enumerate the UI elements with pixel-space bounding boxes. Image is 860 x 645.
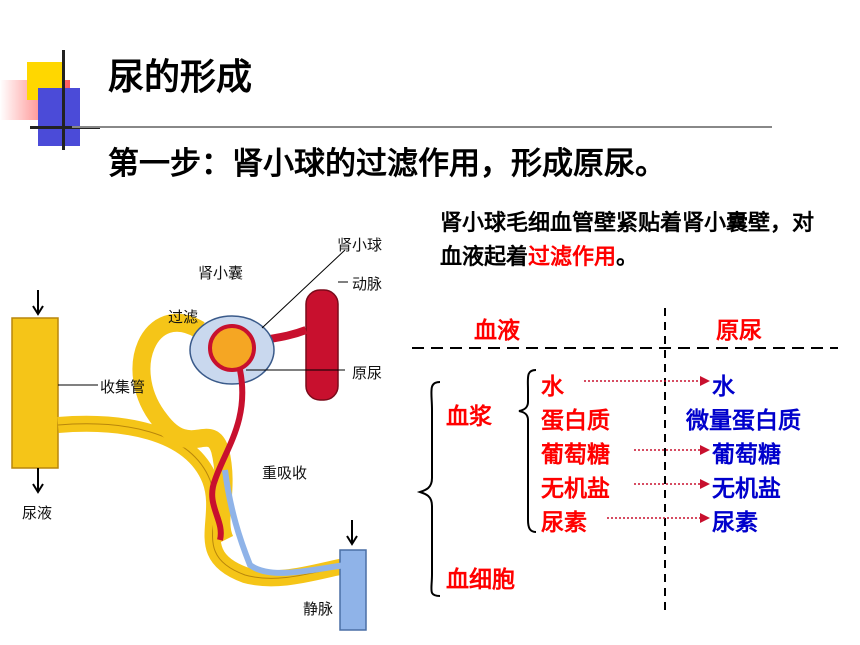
label-capsule: 肾小囊 [198,264,244,282]
plasma-item: 葡萄糖 [541,442,610,468]
brace-plasma [518,369,537,533]
primary-urine-item: 尿素 [712,510,758,536]
arrow-head [700,376,710,386]
plasma-label: 血浆 [446,404,492,430]
blood-cells-label: 血细胞 [446,567,515,593]
description-highlight: 过滤作用 [528,245,617,270]
slide-title: 尿的形成 [108,57,253,98]
nephron-illustration [11,249,367,631]
glomerulus-shape [208,324,256,372]
plasma-item: 尿素 [541,510,587,536]
primary-urine-item: 水 [712,374,735,400]
corner-decoration-vline [62,50,65,150]
slide-subtitle: 第一步：肾小球的过滤作用，形成原尿。 [108,146,666,182]
vein-shape [339,549,367,631]
label-filtration: 过滤 [168,308,199,326]
primary-urine-item: 无机盐 [712,476,781,502]
arrow-down-icon [32,290,44,316]
collecting-duct-shape [11,317,59,469]
header-primary-urine: 原尿 [716,318,762,344]
arrow-head [700,445,710,455]
header-blood: 血液 [474,318,520,344]
brace-blood [416,381,441,597]
label-primary-urine: 原尿 [352,364,383,382]
description-text: 肾小球毛细血管壁紧贴着肾小囊壁，对血液起着过滤作用。 [440,207,830,275]
corner-decoration-blue [38,88,80,146]
label-reabsorption: 重吸收 [262,464,308,482]
label-vein: 静脉 [303,600,334,618]
arrow-head [700,479,710,489]
arrow-down-icon [32,468,44,494]
primary-urine-item: 葡萄糖 [712,442,781,468]
plasma-item: 蛋白质 [541,408,610,434]
label-urine: 尿液 [22,504,53,522]
label-artery: 动脉 [352,275,383,293]
artery-shape [305,289,339,401]
plasma-item: 无机盐 [541,476,610,502]
label-collecting-duct: 收集管 [100,378,146,396]
plasma-item: 水 [541,374,564,400]
vein-capillary-shape [222,469,346,576]
arrow-down-icon [346,520,358,546]
title-underline [72,126,772,128]
leader-line [261,249,346,329]
proximal-tubule-shape [132,314,234,545]
description-before: 肾小球毛细血管壁紧贴着肾小囊壁，对血液起着 [440,211,815,270]
corner-decoration-hline [30,126,100,129]
primary-urine-item: 微量蛋白质 [686,408,801,434]
efferent-arteriole-shape [209,369,246,541]
description-after: 。 [616,245,639,270]
label-glomerulus: 肾小球 [337,236,383,254]
arrow-head [700,513,710,523]
